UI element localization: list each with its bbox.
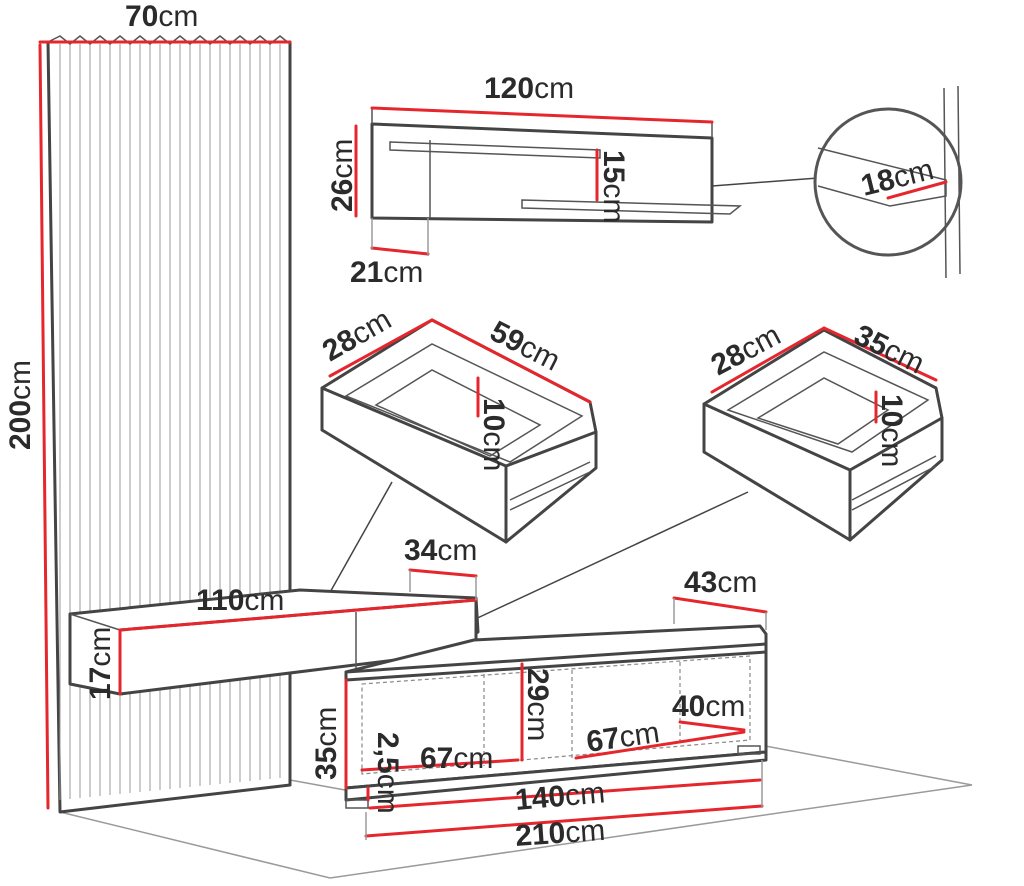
hanging-depth-label: 34cm <box>404 534 477 567</box>
tv-compartment-right-label: 67cm <box>584 716 661 759</box>
floor-guides <box>59 744 973 879</box>
shelf-depth-label: 21cm <box>350 256 423 289</box>
dim-panel-width: 70cm <box>38 0 292 44</box>
tv-depth-label: 43cm <box>684 566 757 599</box>
shelf-width-label: 120cm <box>484 72 574 105</box>
hanging-width-label: 110cm <box>196 584 284 617</box>
tv-compartment-left-label: 67cm <box>420 742 493 775</box>
wall-shelf <box>354 106 819 256</box>
detail-circle <box>813 85 963 279</box>
drawer-small <box>455 326 944 629</box>
tv-leg-height-label: 2,5cm <box>371 732 404 814</box>
tv-width-label: 140cm <box>514 776 607 817</box>
drawer-large <box>309 318 598 629</box>
drawer-small-height-label: 10cm <box>875 394 908 467</box>
drawer-large-height-label: 10cm <box>477 398 510 471</box>
shelf-inner-label: 15cm <box>597 150 630 223</box>
total-width-label: 210cm <box>514 814 606 853</box>
panel-height-label: 200cm <box>4 360 37 450</box>
dim-panel-height: 200cm <box>4 43 50 810</box>
tv-inner-height-label: 29cm <box>521 668 554 741</box>
tv-stand <box>344 596 768 840</box>
tv-height-label: 35cm <box>310 707 343 780</box>
tv-inner-depth-label: 40cm <box>672 690 745 723</box>
panel-width-label: 70cm <box>125 0 198 33</box>
hanging-height-label: 17cm <box>84 627 117 700</box>
shelf-height-label: 26cm <box>326 139 359 212</box>
